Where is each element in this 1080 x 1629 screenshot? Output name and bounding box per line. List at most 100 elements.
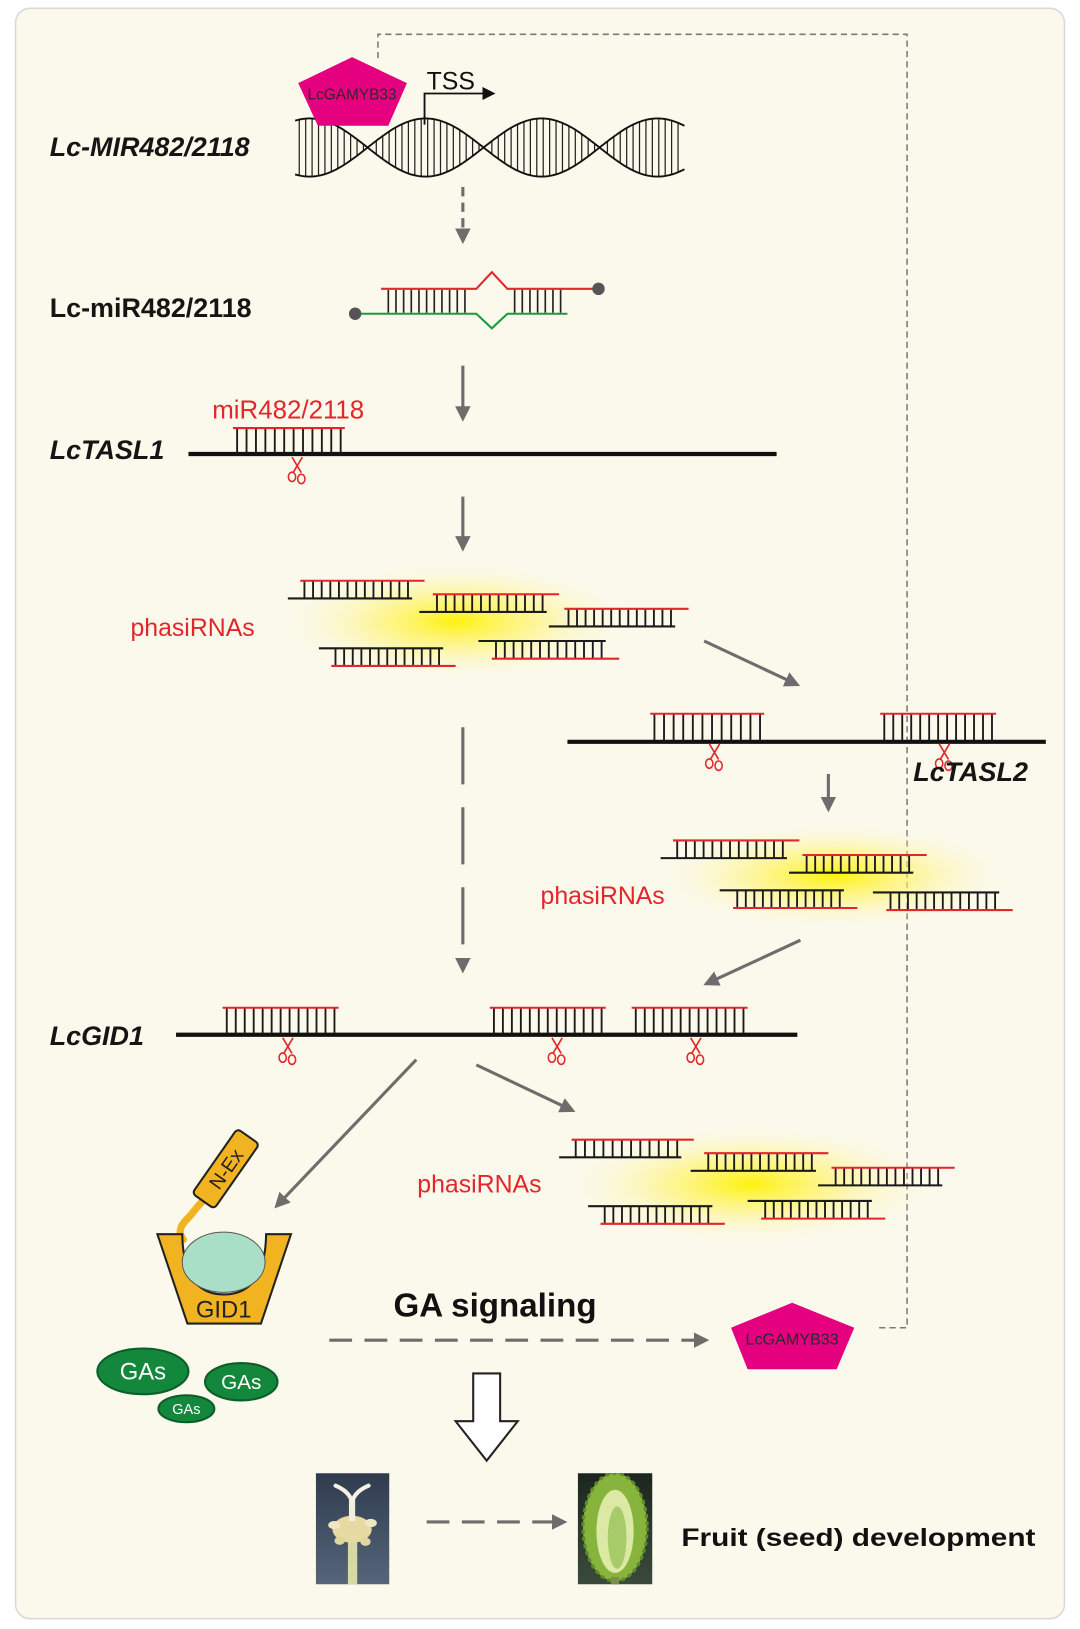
scissors-handle (556, 1054, 566, 1066)
dna-strand (294, 117, 685, 178)
scissors-handle (714, 760, 724, 772)
tasl1-target-site (232, 426, 345, 485)
mirna-red-label: miR482/2118 (212, 397, 364, 425)
phasirna-duplex (559, 1138, 694, 1159)
scissors-handle (287, 1054, 297, 1066)
hollow-down-arrow (453, 1372, 520, 1463)
scissors-handle (944, 760, 953, 772)
lcgamyb33-protein-top: LcGAMYB33 (298, 57, 407, 126)
feedback-dashed-line (377, 33, 908, 1329)
outcome-label: Fruit (seed) development (681, 1524, 1035, 1552)
fruit-stalk (610, 1577, 620, 1585)
lcgamyb33-protein-bottom: LcGAMYB33 (731, 1302, 855, 1370)
phasirna-duplex (818, 1166, 955, 1187)
arrow-to-gid1-protein (274, 1058, 418, 1209)
gid1-protein: N-Ex GID1 (155, 1129, 293, 1325)
scissors-handle (278, 1052, 288, 1064)
phasirnas-label-2: phasiRNAs (541, 882, 665, 910)
small-rna-target-duplex (631, 1006, 748, 1034)
flower-photo (315, 1473, 390, 1585)
phasirna-cluster-2 (660, 839, 1013, 912)
strand-end-dot (348, 307, 362, 320)
n-ex-box (192, 1129, 259, 1209)
phasirna-duplex (588, 1205, 725, 1225)
cleavage-scissors-icon (287, 456, 306, 485)
scissors-blade (689, 1037, 702, 1054)
lcgamyb33-label: LcGAMYB33 (308, 87, 397, 104)
arrow-to-gid1 (703, 938, 802, 986)
cleavage-scissors-icon (934, 743, 953, 772)
phasirna-duplex (287, 579, 425, 600)
phasirna-duplex (719, 889, 858, 910)
cleavage-scissors-icon (278, 1037, 297, 1066)
scissors-handle (547, 1052, 557, 1064)
ga-label: GAs (172, 1402, 200, 1418)
cleavage-scissors-icon (686, 1037, 705, 1066)
mirna-hairpin (348, 270, 605, 330)
pentagon-shape (731, 1302, 855, 1370)
phasirna-duplex (690, 1152, 829, 1172)
phasirna-cluster-1 (287, 579, 689, 667)
flower-stalk (347, 1529, 358, 1585)
arrow-to-phasirnas-3 (475, 1063, 576, 1113)
small-rna-target-duplex (232, 426, 345, 453)
gibberellins: GAs GAs GAs (96, 1347, 279, 1424)
ga-binding-pocket (181, 1231, 266, 1293)
phasirna-cluster-3 (559, 1138, 955, 1225)
gid1-label: GID1 (196, 1296, 252, 1323)
stamen (334, 1536, 345, 1545)
phasirna-duplex (419, 593, 560, 613)
phasirna-glow-1 (274, 561, 637, 682)
scissors-handle (287, 471, 297, 483)
gene-label-tasl2: LcTASL2 (913, 757, 1028, 787)
strand-end-dot (592, 282, 605, 296)
phasirna-glow-3 (559, 1124, 943, 1245)
phasirnas-label-1: phasiRNAs (130, 614, 254, 642)
cleavage-scissors-icon (547, 1037, 566, 1066)
gene-label-mir482: Lc-MIR482/2118 (50, 132, 250, 162)
phasirna-duplex (789, 853, 927, 874)
tasl2-target-sites (650, 712, 997, 772)
dna-strand (294, 117, 685, 178)
phasirna-duplex (548, 607, 689, 628)
ga-molecule (96, 1347, 190, 1396)
arrow-to-tasl2 (703, 639, 801, 687)
phasirna-glow-2 (652, 821, 1015, 930)
ga-label: GAs (221, 1371, 261, 1394)
scissors-blade (708, 743, 721, 760)
phasirna-duplex (318, 647, 456, 667)
small-rna-target-duplex (489, 1006, 606, 1034)
small-rna-target-duplex (880, 712, 997, 741)
scissors-handle (296, 473, 306, 485)
gene-label-tasl1: LcTASL1 (50, 435, 165, 465)
tss-label: TSS (427, 67, 475, 95)
ga-molecule (203, 1362, 279, 1402)
small-rna-target-duplex (222, 1006, 339, 1034)
scissors-handle (934, 758, 944, 770)
ga-molecule (157, 1394, 216, 1424)
mir-gene-dna-helix (294, 117, 685, 178)
fruit-seed (607, 1506, 627, 1569)
phasirnas-label-3: phasiRNAs (417, 1171, 541, 1199)
stigma-lobes (333, 1483, 371, 1504)
scissors-blade (938, 743, 951, 760)
scissors-blade (551, 1037, 563, 1054)
pentagon-shape (298, 57, 407, 126)
ga-label: GAs (120, 1359, 166, 1386)
scissors-handle (686, 1052, 696, 1064)
gene-label-gid1: LcGID1 (50, 1021, 144, 1051)
stamen (364, 1518, 377, 1528)
stamen (328, 1520, 341, 1530)
lcgamyb33-label: LcGAMYB33 (746, 1331, 839, 1348)
flower-receptacle (332, 1515, 372, 1543)
phasirna-duplex (660, 839, 800, 860)
scissors-handle (704, 758, 714, 770)
stamen (360, 1537, 371, 1546)
fruit-photo (577, 1473, 653, 1585)
phasirna-duplex (747, 1199, 886, 1220)
ga-signaling-label: GA signaling (393, 1287, 596, 1324)
cleavage-scissors-icon (704, 743, 724, 772)
scissors-blade (281, 1037, 294, 1054)
phasirna-duplex (872, 891, 1013, 912)
